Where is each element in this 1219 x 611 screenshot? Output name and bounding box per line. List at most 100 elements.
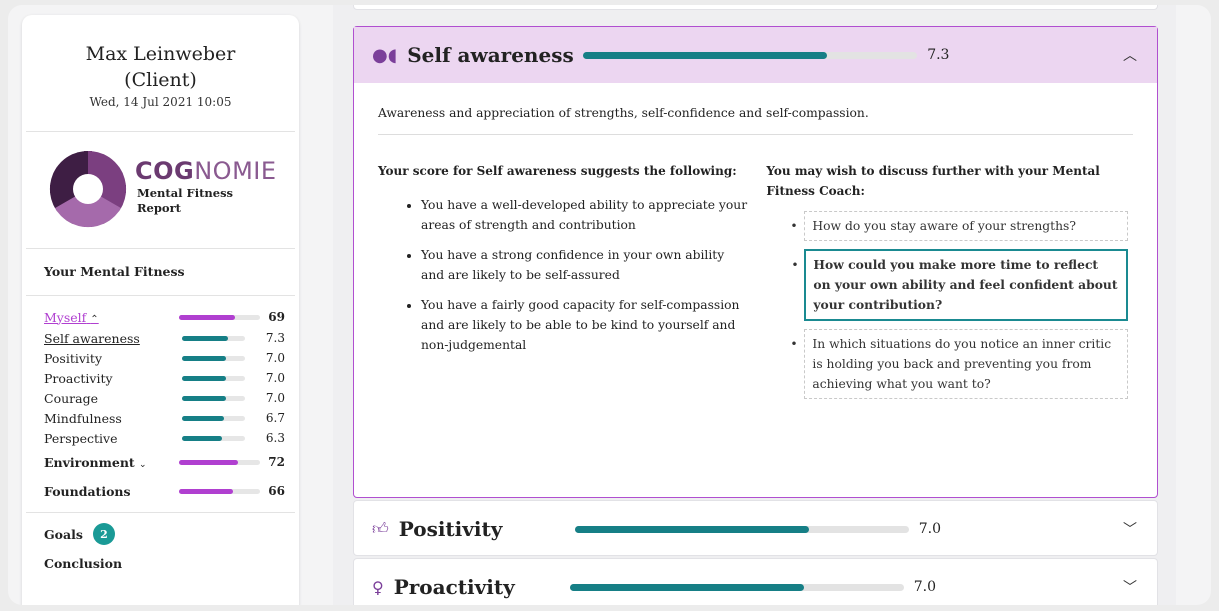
self-awareness-title: Self awareness	[407, 43, 574, 67]
client-name-text: Max Leinweber	[85, 43, 236, 65]
nav-subitem[interactable]: Perspective 6.3	[44, 428, 285, 448]
myself-score: 69	[268, 310, 285, 324]
subitem-bar	[182, 375, 245, 381]
nav-subitem[interactable]: Positivity 7.0	[44, 348, 285, 368]
proactivity-bar	[569, 583, 904, 591]
divider	[26, 248, 295, 249]
nav-subitem[interactable]: Proactivity 7.0	[44, 368, 285, 388]
subitem-bar-fill	[182, 375, 227, 381]
subtitle-line1: Mental Fitness	[137, 186, 234, 200]
proactivity-panel[interactable]: ♀ Proactivity 7.0 ﹀	[353, 558, 1158, 605]
foundations-bar-fill	[178, 488, 233, 494]
brand-light: NOMIE	[194, 157, 277, 185]
divider	[26, 512, 295, 513]
environment-text: Environment	[44, 454, 135, 470]
nav-title: Your Mental Fitness	[44, 264, 185, 279]
myself-label: Myself ⌃	[44, 310, 179, 325]
chevron-up-icon[interactable]: ︿	[1123, 48, 1137, 64]
foundations-score: 66	[268, 484, 285, 498]
positivity-bar	[574, 525, 909, 533]
chevron-down-icon[interactable]: ﹀	[1123, 522, 1137, 538]
subitem-bar	[182, 415, 245, 421]
nav-myself[interactable]: Myself ⌃ 69	[44, 306, 285, 328]
myself-text: Myself	[44, 309, 87, 325]
proactivity-score: 7.0	[913, 579, 936, 595]
nav-conclusion[interactable]: Conclusion	[44, 556, 123, 571]
client-role: (Client)	[124, 69, 197, 91]
environment-score: 72	[268, 455, 285, 469]
insight-bullet: You have a strong confidence in your own…	[421, 245, 751, 285]
subitem-bar-fill	[182, 395, 227, 401]
coach-question[interactable]: How could you make more time to reflect …	[791, 249, 1129, 321]
subitem-label: Courage	[44, 390, 98, 406]
subitem-label: Perspective	[44, 430, 118, 446]
self-awareness-panel: ●◖ Self awareness 7.3 ︿ Awareness and ap…	[353, 26, 1158, 498]
report-date: Wed, 14 Jul 2021 10:05	[89, 95, 232, 109]
heads-icon: ●◖	[372, 44, 398, 66]
right-heading: You may wish to discuss further with you…	[766, 164, 1100, 198]
nav-subitem[interactable]: Self awareness 7.3	[44, 328, 285, 348]
positivity-title: Positivity	[398, 517, 503, 541]
subitem-score: 6.3	[265, 431, 285, 445]
chevron-down-icon[interactable]: ﹀	[1123, 580, 1137, 596]
nav-goals[interactable]: Goals 2	[44, 519, 299, 549]
positivity-panel[interactable]: 👍︎ Positivity 7.0 ﹀	[353, 500, 1158, 556]
proactivity-bar-fill	[569, 583, 804, 591]
self-awareness-header[interactable]: ●◖ Self awareness 7.3 ︿	[354, 27, 1157, 83]
subitem-score: 7.0	[265, 371, 285, 385]
previous-panel	[353, 5, 1158, 10]
divider	[26, 131, 295, 132]
subitem-bar	[182, 335, 245, 341]
goals-label: Goals	[44, 526, 83, 542]
subitem-bar	[182, 395, 245, 401]
coach-question[interactable]: In which situations do you notice an inn…	[790, 329, 1129, 399]
subitem-bar	[182, 435, 245, 441]
subitem-label: Positivity	[44, 350, 103, 366]
left-heading: Your score for Self awareness suggests t…	[378, 164, 737, 178]
self-awareness-bar-fill	[583, 51, 828, 59]
thumbs-up-icon: 👍︎	[372, 519, 389, 538]
subitem-score: 6.7	[265, 411, 285, 425]
insight-bullet: You have a fairly good capacity for self…	[421, 295, 751, 355]
goals-badge: 2	[92, 523, 115, 545]
chevron-down-icon: ⌄	[139, 459, 147, 470]
self-awareness-bar	[583, 51, 918, 59]
subitem-label: Proactivity	[44, 370, 113, 386]
divider	[26, 295, 295, 296]
self-awareness-description: Awareness and appreciation of strengths,…	[378, 83, 1133, 135]
environment-bar	[178, 459, 261, 465]
sidebar: Max Leinweber (Client) Wed, 14 Jul 2021 1…	[22, 15, 299, 605]
brand-wordmark: COGNOMIE	[135, 157, 277, 185]
insight-bullet: You have a well-developed ability to app…	[421, 195, 751, 235]
proactivity-title: Proactivity	[393, 575, 515, 599]
subtitle-line2: Report	[137, 201, 181, 215]
subitem-bar-fill	[182, 355, 227, 361]
app-frame: Max Leinweber (Client) Wed, 14 Jul 2021 1…	[8, 5, 1211, 605]
self-awareness-score: 7.3	[927, 47, 950, 63]
foundations-bar	[178, 488, 261, 494]
subitem-bar-fill	[182, 415, 225, 421]
myself-bar	[178, 314, 261, 320]
coach-question[interactable]: How do you stay aware of your strengths?	[790, 211, 1129, 241]
brand-bold: COG	[135, 157, 195, 185]
nav-environment[interactable]: Environment ⌄ 72	[44, 448, 285, 476]
subitem-label: Self awareness	[44, 330, 140, 346]
subitem-bar-fill	[182, 435, 222, 441]
chevron-up-icon: ⌃	[90, 313, 99, 325]
positivity-score: 7.0	[918, 521, 941, 537]
subitem-bar	[182, 355, 245, 361]
lightbulb-icon: ♀	[372, 577, 384, 597]
client-name: Max Leinweber (Client)	[22, 15, 299, 93]
nav-foundations[interactable]: Foundations 66	[44, 476, 285, 506]
subitem-bar-fill	[182, 335, 228, 341]
main-content: ●◖ Self awareness 7.3 ︿ Awareness and ap…	[333, 5, 1176, 605]
subitem-score: 7.3	[265, 331, 285, 345]
environment-bar-fill	[178, 459, 238, 465]
foundations-label: Foundations	[44, 483, 131, 499]
subitem-score: 7.0	[265, 351, 285, 365]
